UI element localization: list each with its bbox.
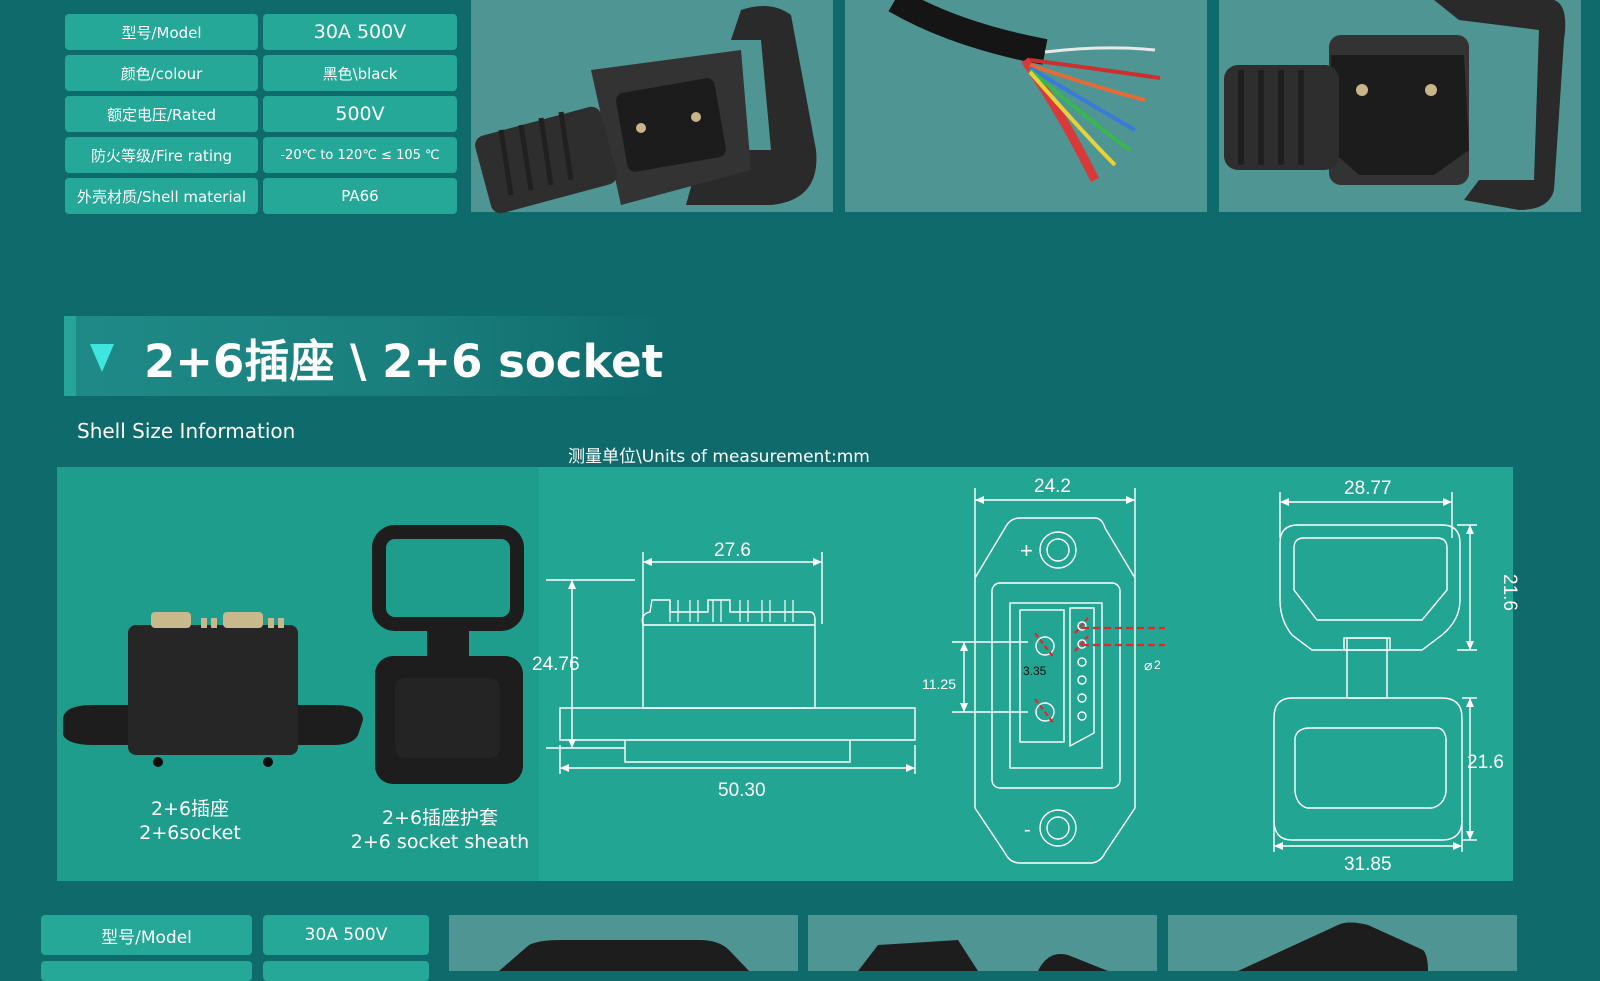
dim-side-bottom-width: 50.30 — [718, 780, 766, 801]
sheath-caption-cn: 2+6插座护套 — [381, 807, 499, 829]
spec-label-model-bottom: 型号/Model — [41, 915, 252, 955]
socket-image — [63, 612, 363, 767]
spec-value-model-bottom: 30A 500V — [263, 915, 429, 955]
plug-photo-front — [1219, 0, 1581, 212]
dim-sheath-top-height: 21.6 — [1499, 574, 1520, 611]
dim-side-top-width: 27.6 — [714, 540, 751, 561]
spec-label-fire-rating: 防火等级/Fire rating — [65, 137, 258, 173]
section-heading-bar — [64, 316, 664, 396]
plug-photo-angled — [471, 0, 833, 214]
dim-side-height: 24.76 — [532, 654, 580, 675]
spec-value-rated: 500V — [263, 96, 457, 132]
spec-label-model: 型号/Model — [65, 14, 258, 50]
dim-front-minus: - — [1024, 819, 1031, 841]
spec-label-colour: 颜色/colour — [65, 55, 258, 91]
socket-caption: 2+6插座 2+6socket — [120, 797, 260, 845]
socket-photo-bottom-2 — [808, 915, 1157, 971]
dim-sheath-bottom-width: 31.85 — [1344, 854, 1392, 875]
dim-sheath-width: 28.77 — [1344, 478, 1392, 499]
dim-front-pin-dia: 3.35 — [1023, 664, 1047, 678]
dim-sheath-bottom-height: 21.6 — [1467, 752, 1504, 773]
spec-value-shell-material: PA66 — [263, 178, 457, 214]
dim-front-width: 24.2 — [1034, 476, 1071, 497]
dim-front-pin-spacing: 11.25 — [922, 676, 956, 692]
spec-value-next-bottom — [263, 961, 429, 981]
sheath-image — [372, 525, 524, 784]
dim-front-plus: + — [1020, 538, 1033, 563]
side-view-drawing: 27.6 24.76 50.30 — [532, 540, 916, 801]
spec-label-shell-material: 外壳材质/Shell material — [65, 178, 258, 214]
shell-size-label: Shell Size Information — [77, 419, 296, 443]
spec-value-colour: 黑色\black — [263, 55, 457, 91]
socket-caption-cn: 2+6插座 — [150, 798, 230, 820]
socket-photo-bottom-3 — [1168, 915, 1517, 971]
section-title: 2+6插座 \ 2+6 socket — [144, 335, 664, 388]
socket-photo-bottom-1 — [449, 915, 798, 971]
spec-label-rated: 额定电压/Rated — [65, 96, 258, 132]
sheath-drawing: 28.77 21.6 21.6 31.85 — [1273, 478, 1520, 875]
dim-front-small-pin: 2 — [1154, 658, 1161, 672]
socket-caption-en: 2+6socket — [139, 822, 241, 844]
units-label: 测量单位\Units of measurement:mm — [568, 447, 870, 467]
sheath-caption-en: 2+6 socket sheath — [350, 831, 530, 853]
dim-front-small-pin-mark: ⌀ — [1144, 657, 1152, 673]
spec-label-next-bottom — [41, 961, 252, 981]
triangle-down-icon — [90, 344, 114, 372]
spec-value-fire-rating: -20℃ to 120℃ ≤ 105 ℃ — [263, 137, 457, 173]
cable-photo — [845, 0, 1207, 212]
sheath-caption: 2+6插座护套 2+6 socket sheath — [340, 806, 540, 854]
spec-value-model: 30A 500V — [263, 14, 457, 50]
front-view-drawing: 24.2 + - 3.35 11.25 2 ⌀ — [922, 476, 1165, 864]
